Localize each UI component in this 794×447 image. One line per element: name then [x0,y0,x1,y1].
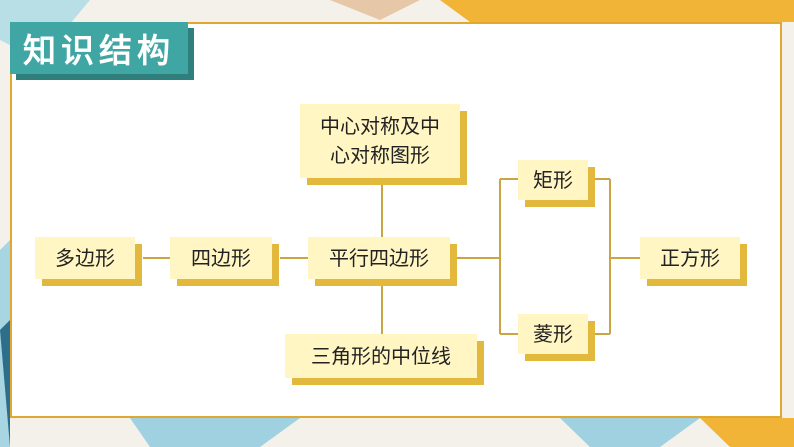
node-central-symmetry: 中心对称及中 心对称图形 [300,104,460,178]
title-banner: 知识结构 [10,22,188,74]
page-title: 知识结构 [23,31,175,70]
node-midline: 三角形的中位线 [285,334,477,378]
node-rectangle: 矩形 [518,160,588,200]
node-quadrilateral: 四边形 [170,237,272,279]
node-rhombus: 菱形 [518,314,588,354]
node-parallelogram: 平行四边形 [308,237,450,279]
node-polygon: 多边形 [35,237,135,279]
node-square: 正方形 [640,237,740,279]
